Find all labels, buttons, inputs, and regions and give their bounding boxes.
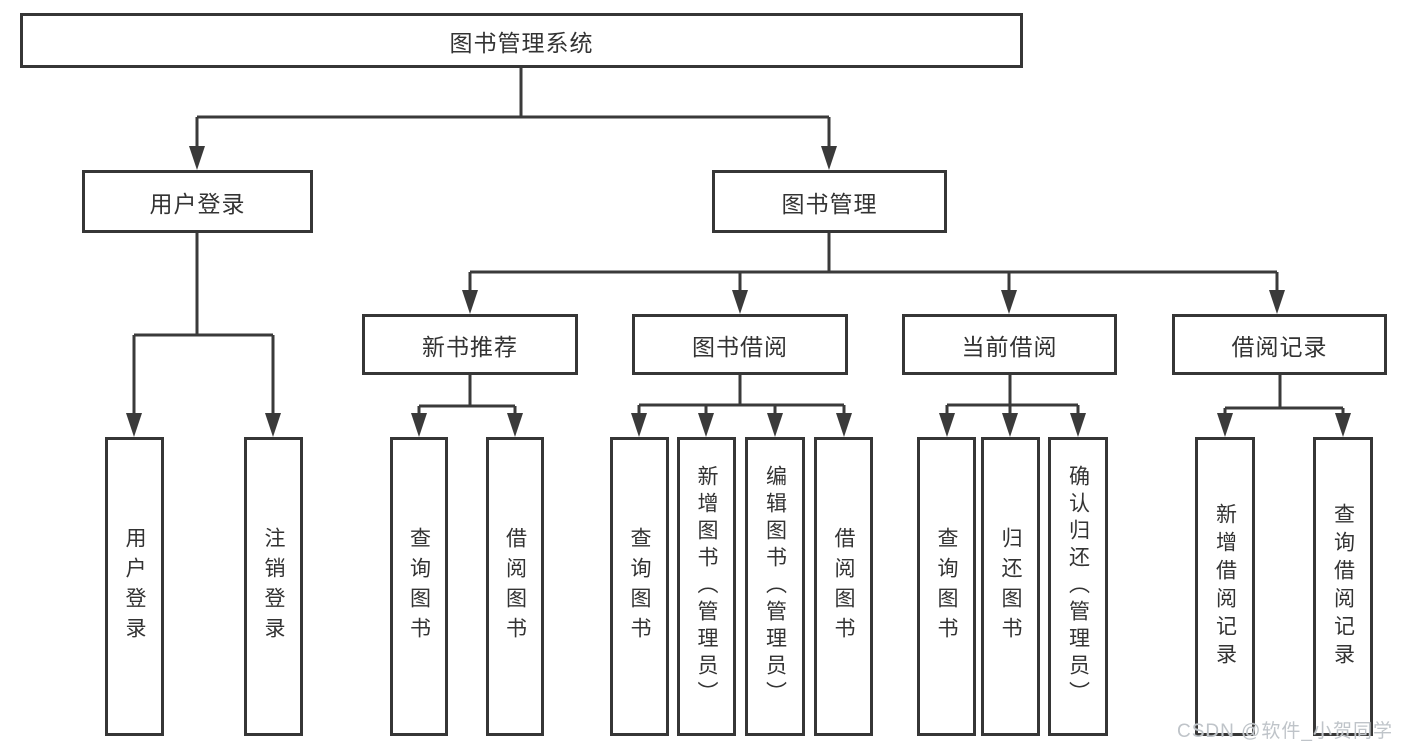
- node-user-login-label: 用户登录: [149, 190, 246, 217]
- connector-new-books-branch: [411, 375, 523, 437]
- leaf-confirm-return-admin: 确认归还（管理员）: [1048, 437, 1108, 736]
- node-current-borrow: 当前借阅: [902, 314, 1117, 375]
- node-borrow-records-label: 借阅记录: [1231, 333, 1328, 360]
- leaf-query-borrow-record: 查询借阅记录: [1313, 437, 1373, 736]
- leaf-query-borrow-record-label: 查询借阅记录: [1331, 502, 1355, 671]
- leaf-borrow-books-label: 借阅图书: [832, 526, 855, 647]
- leaf-add-books-admin-label: 新增图书（管理员）: [695, 465, 718, 708]
- node-root-system-label: 图书管理系统: [449, 29, 594, 56]
- leaf-logout-label: 注销登录: [262, 526, 285, 647]
- node-new-book-recommend-label: 新书推荐: [422, 333, 518, 360]
- connector-book-borrow-branch: [631, 375, 852, 437]
- leaf-query-books-recommend: 查询图书: [390, 437, 448, 736]
- leaf-confirm-return-admin-label: 确认归还（管理员）: [1066, 465, 1090, 708]
- connector-current-borrow-branch: [939, 375, 1086, 437]
- connector-user-login-branch: [126, 233, 281, 437]
- leaf-user-login-label: 用户登录: [123, 526, 146, 647]
- node-root-system: 图书管理系统: [20, 13, 1023, 68]
- csdn-watermark: CSDN @软件_小贺同学: [1177, 721, 1393, 742]
- leaf-edit-books-admin-label: 编辑图书（管理员）: [763, 465, 787, 708]
- leaf-borrow-books-recommend: 借阅图书: [486, 437, 544, 736]
- node-book-borrow: 图书借阅: [632, 314, 848, 375]
- leaf-return-books: 归还图书: [981, 437, 1040, 736]
- node-user-login: 用户登录: [82, 170, 313, 233]
- node-current-borrow-label: 当前借阅: [961, 333, 1058, 360]
- leaf-return-books-label: 归还图书: [999, 526, 1022, 647]
- node-book-management: 图书管理: [712, 170, 947, 233]
- node-book-borrow-label: 图书借阅: [692, 333, 788, 360]
- leaf-logout: 注销登录: [244, 437, 303, 736]
- leaf-edit-books-admin: 编辑图书（管理员）: [745, 437, 805, 736]
- leaf-user-login: 用户登录: [105, 437, 164, 736]
- leaf-query-books-borrow-label: 查询图书: [628, 526, 651, 647]
- node-new-book-recommend: 新书推荐: [362, 314, 578, 375]
- leaf-query-books-borrow: 查询图书: [610, 437, 669, 736]
- connector-book-mgmt-branch: [462, 233, 1285, 314]
- connector-root-to-level2: [189, 68, 837, 170]
- leaf-borrow-books: 借阅图书: [814, 437, 873, 736]
- node-borrow-records: 借阅记录: [1172, 314, 1387, 375]
- leaf-add-borrow-record-label: 新增借阅记录: [1213, 502, 1237, 671]
- leaf-add-borrow-record: 新增借阅记录: [1195, 437, 1255, 736]
- node-book-management-label: 图书管理: [781, 190, 878, 217]
- leaf-query-books-current-label: 查询图书: [935, 526, 958, 647]
- leaf-query-books-recommend-label: 查询图书: [407, 526, 431, 647]
- leaf-add-books-admin: 新增图书（管理员）: [677, 437, 736, 736]
- leaf-query-books-current: 查询图书: [917, 437, 976, 736]
- connector-borrow-records-branch: [1217, 375, 1351, 437]
- leaf-borrow-books-recommend-label: 借阅图书: [503, 526, 527, 647]
